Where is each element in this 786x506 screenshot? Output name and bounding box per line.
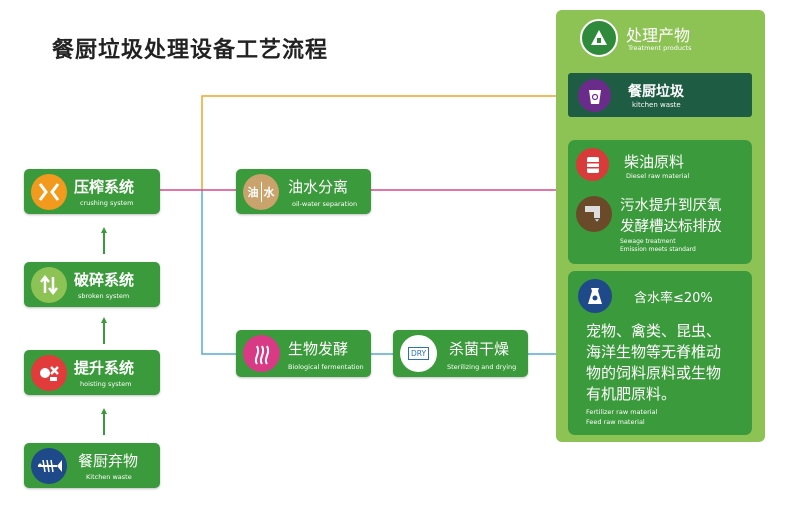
dry-icon: DRY bbox=[400, 335, 437, 372]
sterilize-dry-en: Sterilizing and drying bbox=[447, 363, 517, 371]
moisture-label: 含水率≤20% bbox=[634, 291, 713, 306]
steam-icon bbox=[243, 335, 280, 372]
oil-barrel-icon bbox=[576, 148, 609, 181]
up-down-arrows-icon bbox=[31, 267, 67, 303]
feed-line: 宠物、禽类、昆虫、 bbox=[586, 322, 722, 340]
kitchen-waste-output-label: 餐厨垃圾 bbox=[628, 84, 684, 100]
flow-arrow-up-icon bbox=[101, 317, 107, 323]
kitchen-waste-en: Kitchen waste bbox=[86, 473, 132, 481]
oil-water-box: 油 水 油水分离 oil-water separation bbox=[236, 169, 371, 214]
bio-fermentation-en: Biological fermentation bbox=[288, 363, 364, 371]
crush-arrows-icon bbox=[31, 174, 67, 210]
sewage-en-line2: Emission meets standard bbox=[620, 246, 696, 253]
feed-en-line2: Feed raw material bbox=[586, 418, 645, 426]
oil-water-en: oil-water separation bbox=[292, 200, 358, 208]
diesel-en: Diesel raw material bbox=[626, 172, 690, 180]
hoist-icon bbox=[31, 355, 67, 391]
orange-connector bbox=[201, 95, 568, 190]
flow-arrow-shaft bbox=[103, 413, 105, 435]
sewage-line2: 发酵槽达标排放 bbox=[620, 219, 722, 235]
feed-line: 物的饲料原料或生物 bbox=[586, 364, 722, 382]
flow-arrow-shaft bbox=[103, 322, 105, 344]
oil-water-icon: 油 水 bbox=[243, 174, 279, 210]
diesel-label: 柴油原料 bbox=[624, 153, 685, 171]
page-title: 餐厨垃圾处理设备工艺流程 bbox=[52, 38, 329, 63]
sterilize-dry-box: DRY 杀菌干燥 Sterilizing and drying bbox=[393, 330, 528, 377]
hoisting-system-box: 提升系统 hoisting system bbox=[24, 350, 160, 395]
hoisting-system-label: 提升系统 bbox=[74, 359, 135, 377]
crushing-system-en: crushing system bbox=[80, 199, 134, 207]
oil-char: 油 bbox=[247, 186, 259, 199]
trash-bin-icon bbox=[578, 79, 611, 112]
bio-fermentation-box: 生物发酵 Biological fermentation bbox=[236, 330, 371, 377]
sewage-pipe-icon bbox=[576, 196, 612, 232]
orange-connector-down bbox=[201, 190, 236, 355]
feed-line: 海洋生物等无脊椎动 bbox=[586, 343, 722, 361]
flow-arrow-up-icon bbox=[101, 408, 107, 414]
sewage-line1: 污水提升到厌氧 bbox=[620, 198, 722, 214]
kitchen-waste-output-en: kitchen waste bbox=[632, 101, 681, 109]
sewage-en-line1: Sewage treatment bbox=[620, 238, 676, 245]
fish-bone-icon bbox=[31, 448, 67, 484]
oil-products-panel: 柴油原料 Diesel raw material 污水提升到厌氧 发酵槽达标排放… bbox=[568, 140, 752, 264]
treatment-products-panel: 处理产物 Treatment products 餐厨垃圾 kitchen was… bbox=[556, 10, 765, 442]
kitchen-waste-box: 餐厨弃物 Kitchen waste bbox=[24, 443, 160, 488]
broken-system-box: 破碎系统 sbroken system bbox=[24, 262, 160, 307]
flow-arrow-up-icon bbox=[101, 227, 107, 233]
bio-fermentation-label: 生物发酵 bbox=[288, 340, 349, 358]
water-char: 水 bbox=[263, 186, 275, 199]
feed-products-panel: 含水率≤20% 宠物、禽类、昆虫、 海洋生物等无脊椎动 物的饲料原料或生物 有机… bbox=[568, 271, 752, 435]
divider bbox=[260, 182, 262, 202]
panel-header-en: Treatment products bbox=[628, 44, 692, 52]
broken-system-label: 破碎系统 bbox=[74, 271, 135, 289]
feed-en-line1: Fertilizer raw material bbox=[586, 408, 658, 416]
recycle-bin-icon bbox=[580, 19, 618, 57]
sterilize-dry-label: 杀菌干燥 bbox=[449, 340, 510, 358]
kitchen-waste-output: 餐厨垃圾 kitchen waste bbox=[568, 73, 752, 117]
hoisting-system-en: hoisting system bbox=[80, 380, 132, 388]
flow-arrow-shaft bbox=[103, 232, 105, 254]
feed-description: 宠物、禽类、昆虫、 海洋生物等无脊椎动 物的饲料原料或生物 有机肥原料。 bbox=[586, 321, 721, 405]
broken-system-en: sbroken system bbox=[78, 292, 130, 300]
dry-text: DRY bbox=[407, 347, 430, 360]
fertilizer-bag-icon bbox=[578, 279, 612, 313]
crushing-system-label: 压榨系统 bbox=[74, 178, 135, 196]
crushing-system-box: 压榨系统 crushing system bbox=[24, 169, 160, 214]
feed-line: 有机肥原料。 bbox=[586, 385, 677, 403]
panel-header-label: 处理产物 bbox=[626, 26, 691, 45]
oil-water-label: 油水分离 bbox=[288, 178, 349, 196]
kitchen-waste-label: 餐厨弃物 bbox=[78, 452, 139, 470]
